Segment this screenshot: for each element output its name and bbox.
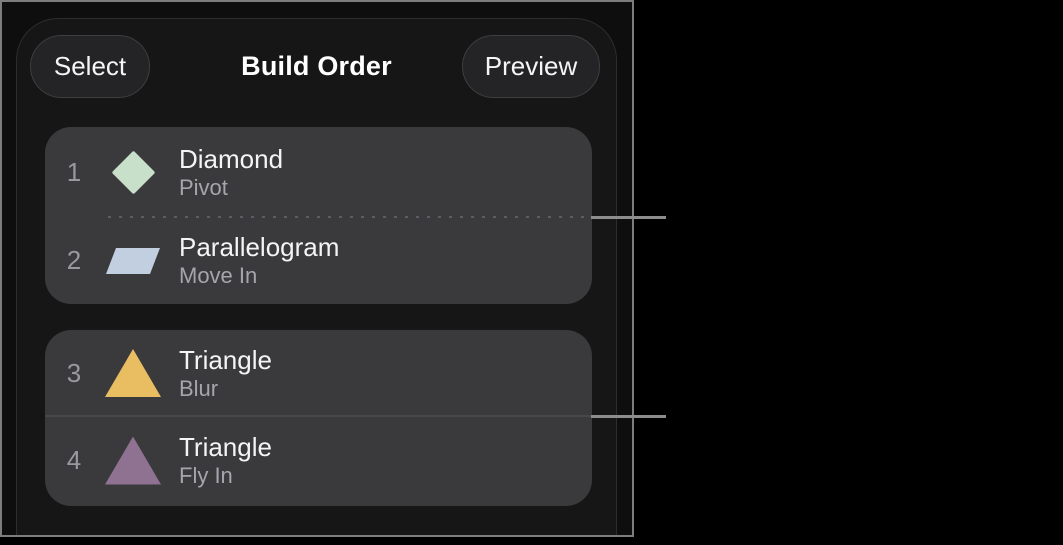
callout-line-group-2 [591,415,666,418]
build-effect-name: Fly In [179,463,233,488]
shape-icon-box [91,247,175,274]
page-title: Build Order [241,51,392,81]
build-row-parallelogram-movein[interactable]: 2 Parallelogram Move In [45,217,592,304]
preview-button[interactable]: Preview [462,35,600,98]
parallelogram-icon [106,247,160,274]
build-order-number: 1 [66,156,82,187]
build-row-triangle-blur[interactable]: 3 Triangle Blur [45,330,592,416]
screenshot-frame: Select Build Order Preview 1 Diamond Piv… [0,0,634,537]
build-group-1: 1 Diamond Pivot 2 Parallelogram Move In [45,127,592,304]
build-row-diamond-pivot[interactable]: 1 Diamond Pivot [45,127,592,217]
build-effect-name: Move In [179,263,258,288]
build-row-triangle-flyin[interactable]: 4 Triangle Fly In [45,416,592,505]
shape-icon-box [91,349,175,397]
select-button-label: Select [53,51,127,81]
build-object-name: Parallelogram [179,232,340,262]
callout-line-group-1 [591,216,666,219]
build-order-number: 2 [66,245,82,275]
diamond-icon [111,150,155,194]
build-separator-solid [45,415,592,417]
triangle-icon [105,436,161,485]
shape-icon-box [91,150,175,194]
triangle-icon [105,349,161,397]
build-object-name: Diamond [179,143,284,174]
build-effect-name: Blur [179,375,219,401]
build-order-number: 3 [66,357,82,388]
select-button[interactable]: Select [30,35,150,98]
build-effect-name: Pivot [179,174,228,200]
build-row-text: Triangle Blur [179,345,272,402]
build-row-text: Diamond Pivot [179,144,283,201]
build-separator-dotted [108,216,590,218]
preview-button-label: Preview [484,51,578,81]
build-object-name: Triangle [179,432,272,462]
build-row-text: Triangle Fly In [179,432,272,489]
build-row-text: Parallelogram Move In [179,232,339,289]
build-group-2: 3 Triangle Blur 4 Triangle Fly In [45,330,592,506]
build-order-number: 4 [66,445,82,475]
shape-icon-box [91,436,175,485]
build-object-name: Triangle [179,344,272,375]
